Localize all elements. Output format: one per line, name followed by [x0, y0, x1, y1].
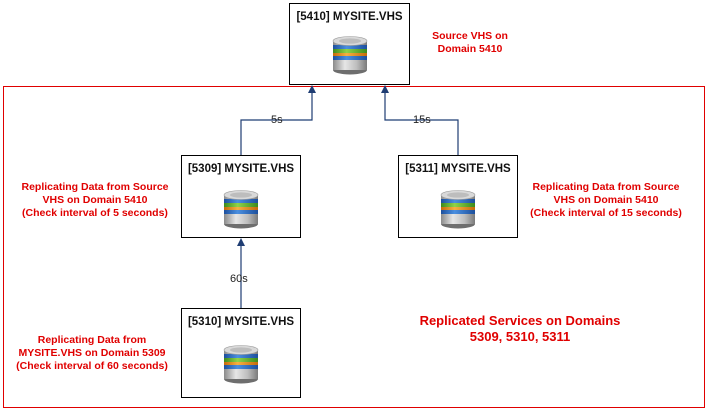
interval-label-5309: 5s — [271, 114, 283, 126]
replica-node-5310: [5310] MYSITE.VHS — [181, 308, 301, 398]
replicated-line2: 5309, 5310, 5311 — [469, 329, 571, 344]
source-node-title: [5410] MYSITE.VHS — [296, 11, 403, 23]
interval-label-5311: 15s — [413, 114, 431, 126]
source-node-5410: [5410] MYSITE.VHS — [289, 3, 410, 85]
source-note: Source VHS on Domain 5410 — [420, 30, 520, 56]
arrowhead-to-5410-right — [381, 85, 389, 93]
interval-label-5310: 60s — [230, 273, 248, 285]
note-5309: Replicating Data from Source VHS on Doma… — [8, 181, 182, 220]
note-5311: Replicating Data from Source VHS on Doma… — [522, 181, 690, 220]
replicated-services-label: Replicated Services on Domains 5309, 531… — [405, 313, 635, 345]
replica-node-5309: [5309] MYSITE.VHS — [181, 155, 301, 238]
replica-node-5310-title: [5310] MYSITE.VHS — [187, 316, 295, 328]
note-5309-line1: Replicating Data from Source — [21, 181, 169, 193]
arrowhead-to-5309 — [237, 238, 245, 246]
note-5309-line2: VHS on Domain 5410 — [42, 194, 148, 206]
note-5310-line3: (Check interval of 60 seconds) — [16, 360, 168, 372]
connector-5309-to-5410 — [240, 92, 313, 155]
replica-node-5311: [5311] MYSITE.VHS — [398, 155, 518, 238]
note-5311-line3: (Check interval of 15 seconds) — [530, 207, 682, 219]
database-icon — [440, 189, 476, 229]
note-5309-line3: (Check interval of 5 seconds) — [22, 207, 168, 219]
note-5311-line2: VHS on Domain 5410 — [553, 194, 659, 206]
note-5310-line1: Replicating Data from — [37, 334, 147, 346]
replica-node-5309-title: [5309] MYSITE.VHS — [187, 163, 295, 175]
replicated-services-region — [3, 86, 705, 408]
replica-node-5311-title: [5311] MYSITE.VHS — [405, 163, 511, 175]
database-icon — [223, 189, 259, 229]
database-icon — [223, 344, 259, 384]
arrowhead-to-5410-left — [308, 85, 316, 93]
source-note-line2: Domain 5410 — [437, 43, 503, 55]
source-note-line1: Source VHS on — [432, 30, 508, 42]
note-5310-line2: MYSITE.VHS on Domain 5309 — [18, 347, 166, 359]
replicated-line1: Replicated Services on Domains — [419, 313, 621, 328]
database-icon — [332, 35, 368, 75]
note-5311-line1: Replicating Data from Source — [532, 181, 680, 193]
connector-5311-to-5410 — [384, 92, 459, 155]
note-5310: Replicating Data from MYSITE.VHS on Doma… — [4, 334, 180, 373]
